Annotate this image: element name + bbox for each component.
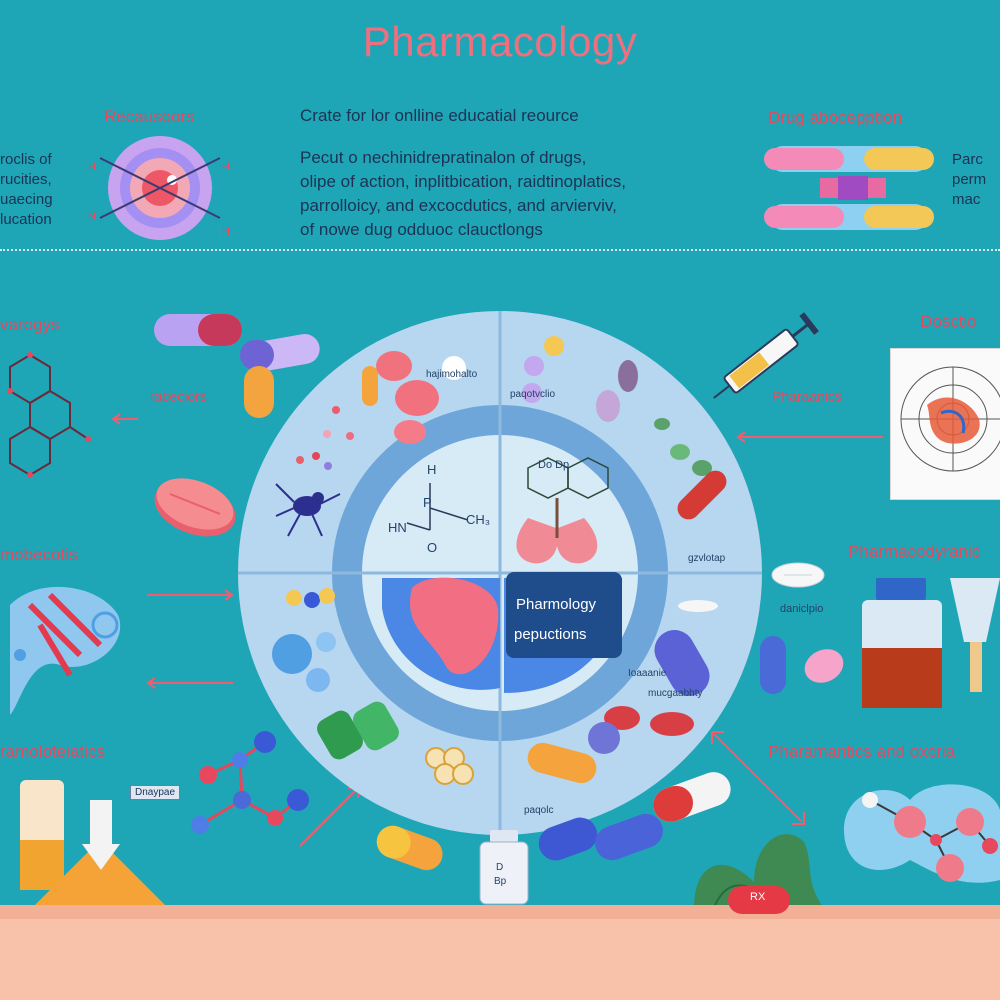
intro-body: Pecut o nechinidrepratinalon of drugs, o…: [300, 146, 720, 242]
wheel-label-bottom: paqolc: [524, 805, 554, 816]
arrow-left-icon: [146, 677, 233, 689]
central-wheel: [238, 311, 762, 835]
arrow-left-icon: [736, 431, 883, 443]
right-intro-line: mac: [952, 191, 981, 208]
wheel-label-q1: hajimohalto: [426, 369, 478, 380]
intro-line: Pecut o nechinidrepratinalon of drugs,: [300, 148, 587, 167]
page-title: Pharmacology: [362, 18, 638, 65]
chem-p: P: [423, 495, 432, 510]
left-intro-line: rucities,: [0, 171, 52, 188]
arrow-diagonal-icon: [711, 731, 805, 825]
chem-o: O: [427, 540, 438, 555]
right-label-3: Pharamantics and oxcria: [768, 742, 956, 761]
pill-rx-icon: [728, 886, 790, 914]
left-label-2: mobecotis: [0, 545, 78, 564]
left-label-1: varogys: [0, 315, 60, 334]
left-intro-line: uaecing: [0, 191, 53, 208]
pills-pair-icon: [760, 636, 844, 694]
dandelp-label: daniclpio: [780, 603, 824, 615]
receptor-figure: [890, 348, 1000, 500]
arrow-left-icon: [111, 413, 138, 425]
center-topic-line1: Pharmology: [516, 596, 597, 613]
svg-text:H: H: [88, 161, 96, 173]
svg-text:N: N: [88, 211, 96, 223]
pill-rx-label: RX: [750, 891, 766, 903]
wheel-label-q2: paqotvclio: [510, 389, 556, 400]
wheel-label-q4a: Ioaaanie: [628, 668, 667, 679]
intro-heading: Crate for lor onlline educatial reource: [300, 106, 579, 125]
left-receptors-label: raceciors: [150, 388, 207, 404]
molecule-structure-icon: [7, 352, 91, 478]
lab-flask-icon: [20, 780, 170, 910]
radar-chart-icon: [900, 366, 1000, 472]
capsules-bottom-icon: [538, 772, 731, 861]
tablet-pink-icon: [154, 478, 236, 537]
intro-line: of nowe dug odduoc clauctlongs: [300, 220, 543, 239]
receptor-target-icon: H N H H: [88, 136, 230, 240]
receptors-heading: Recausoors: [104, 107, 195, 126]
svg-text:H: H: [222, 161, 230, 173]
right-label-2: Pharmacodyranic: [848, 542, 981, 561]
chem-op: Do Dp: [538, 459, 570, 471]
tag-box: Dnaypae: [130, 785, 181, 800]
capsule-orange-icon: [376, 825, 443, 871]
right-intro-line: perm: [952, 171, 987, 188]
center-topic-line2: pepuctions: [514, 626, 587, 643]
bottle-label-1: D: [496, 862, 504, 873]
left-label-3: ramoloteiatics: [0, 742, 105, 761]
molecule-cloud-icon: [844, 784, 1000, 883]
wheel-label-q3: gzvlotap: [688, 553, 726, 564]
medicine-jar-icon: [862, 578, 1000, 708]
right-label-1: Dosctio: [920, 312, 977, 331]
center-topic-card[interactable]: Pharmology pepuctions: [506, 572, 622, 658]
chem-ch3: CH₃: [466, 512, 491, 527]
floor-edge: [0, 905, 1000, 919]
floor-strip: [0, 905, 1000, 1000]
bottle-label-2: Bp: [494, 876, 507, 887]
intro-line: parrolloicy, and excocdutics, and arvier…: [300, 196, 617, 215]
pharmanics-label: Pharaanics: [772, 388, 843, 404]
drug-absorption-heading: Drug abocepption: [768, 108, 903, 127]
chem-hn: HN: [388, 520, 407, 535]
right-intro-text: Parc perm mac: [952, 150, 986, 210]
chem-h: H: [427, 462, 437, 477]
left-intro-line: roclis of: [0, 151, 52, 168]
capsules-cluster-icon: [154, 314, 320, 418]
syringe-icon: [713, 312, 819, 399]
left-intro-line: lucation: [0, 211, 52, 228]
organ-illustration-icon: [10, 586, 121, 715]
absorption-capsules-icon: [764, 146, 934, 230]
svg-text:H: H: [222, 226, 230, 238]
section-divider: [0, 249, 1000, 251]
tablet-white-icon: [771, 562, 825, 588]
right-intro-line: Parc: [952, 151, 983, 168]
intro-line: olipe of action, inplitbication, raidtin…: [300, 172, 627, 191]
arrow-right-icon: [147, 589, 234, 601]
molecule-network-icon: [191, 731, 309, 834]
wheel-label-q4b: mucgaabhty: [648, 688, 703, 699]
medicine-bottle-icon: [479, 830, 529, 905]
left-intro-text: roclis of rucities, uaecing lucation: [0, 150, 53, 230]
